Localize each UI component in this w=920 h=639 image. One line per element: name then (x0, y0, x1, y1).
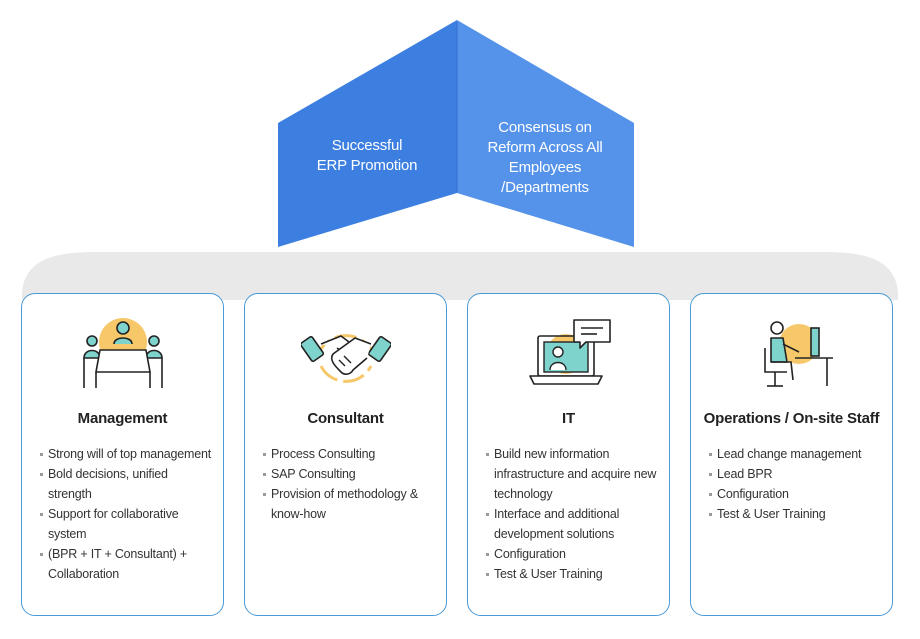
card-list-it: Build new information infrastructure and… (486, 444, 659, 584)
list-item: Process Consulting (263, 444, 436, 464)
banner-right-line-3: Employees (508, 159, 582, 176)
desk-worker-icon (763, 321, 833, 387)
list-item: SAP Consulting (263, 464, 436, 484)
card-title-management: Management (77, 410, 168, 427)
card-consultant: Consultant Process Consulting SAP Consul… (244, 293, 447, 616)
card-management: Management Strong will of top management… (21, 293, 224, 616)
banner-right-line-4: /Departments (501, 179, 589, 196)
list-item: Strong will of top management (40, 444, 213, 464)
card-list-management: Strong will of top management Bold decis… (40, 444, 213, 584)
banner-left-line-2: ERP Promotion (316, 157, 418, 174)
video-call-laptop-icon (528, 319, 611, 385)
list-item: Lead change management (709, 444, 882, 464)
list-item: Test & User Training (709, 504, 882, 524)
list-item: Build new information infrastructure and… (486, 444, 659, 504)
banner-right-line-1: Consensus on (498, 119, 592, 136)
list-item: Test & User Training (486, 564, 659, 584)
banner-left-text: Successful ERP Promotion (292, 136, 442, 176)
list-item: Bold decisions, unified strength (40, 464, 213, 504)
list-item: Configuration (709, 484, 882, 504)
card-title-operations: Operations / On-site Staff (703, 410, 880, 427)
card-title-it: IT (562, 410, 575, 427)
card-operations: Operations / On-site Staff Lead change m… (690, 293, 893, 616)
card-it: IT Build new information infrastructure … (467, 293, 670, 616)
banner-right-line-2: Reform Across All (487, 139, 603, 156)
card-list-consultant: Process Consulting SAP Consulting Provis… (263, 444, 436, 524)
list-item: (BPR + IT + Consultant) + Collaboration (40, 544, 213, 584)
card-title-consultant: Consultant (307, 410, 384, 427)
meeting-table-icon (82, 318, 163, 388)
card-list-operations: Lead change management Lead BPR Configur… (709, 444, 882, 524)
list-item: Interface and additional development sol… (486, 504, 659, 544)
list-item: Lead BPR (709, 464, 882, 484)
platform-band (22, 252, 898, 300)
banner-right-shape (457, 20, 634, 247)
list-item: Support for collaborative system (40, 504, 213, 544)
list-item: Provision of methodology & know-how (263, 484, 436, 524)
banner-left-shape (278, 20, 457, 247)
handshake-icon (300, 334, 391, 383)
banner-left-line-1: Successful (331, 137, 403, 154)
list-item: Configuration (486, 544, 659, 564)
banner-right-text: Consensus on Reform Across All Employees… (470, 118, 620, 198)
roof-graphic (22, 20, 898, 300)
